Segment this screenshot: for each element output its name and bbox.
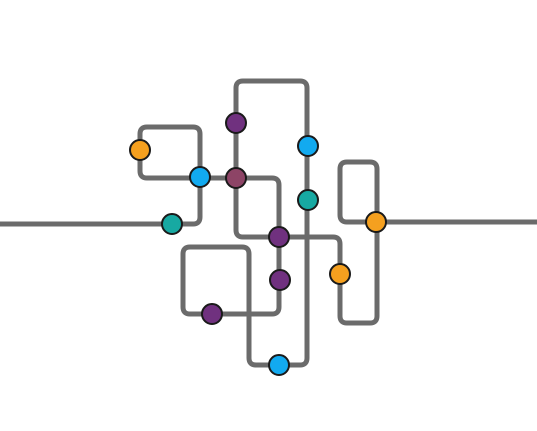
node-teal-n7 bbox=[297, 189, 319, 211]
node-markers bbox=[129, 112, 387, 376]
node-blue-n6 bbox=[297, 135, 319, 157]
node-blue-n13 bbox=[268, 354, 290, 376]
node-orange-n12 bbox=[365, 211, 387, 233]
node-teal-n2 bbox=[161, 213, 183, 235]
node-purple-n4 bbox=[225, 112, 247, 134]
node-purple-n10 bbox=[201, 303, 223, 325]
node-blue-n3 bbox=[189, 166, 211, 188]
node-purple-n9 bbox=[269, 269, 291, 291]
node-mauve-n5 bbox=[225, 167, 247, 189]
node-orange-n11 bbox=[329, 263, 351, 285]
node-purple-n8 bbox=[268, 226, 290, 248]
node-orange-n1 bbox=[129, 139, 151, 161]
